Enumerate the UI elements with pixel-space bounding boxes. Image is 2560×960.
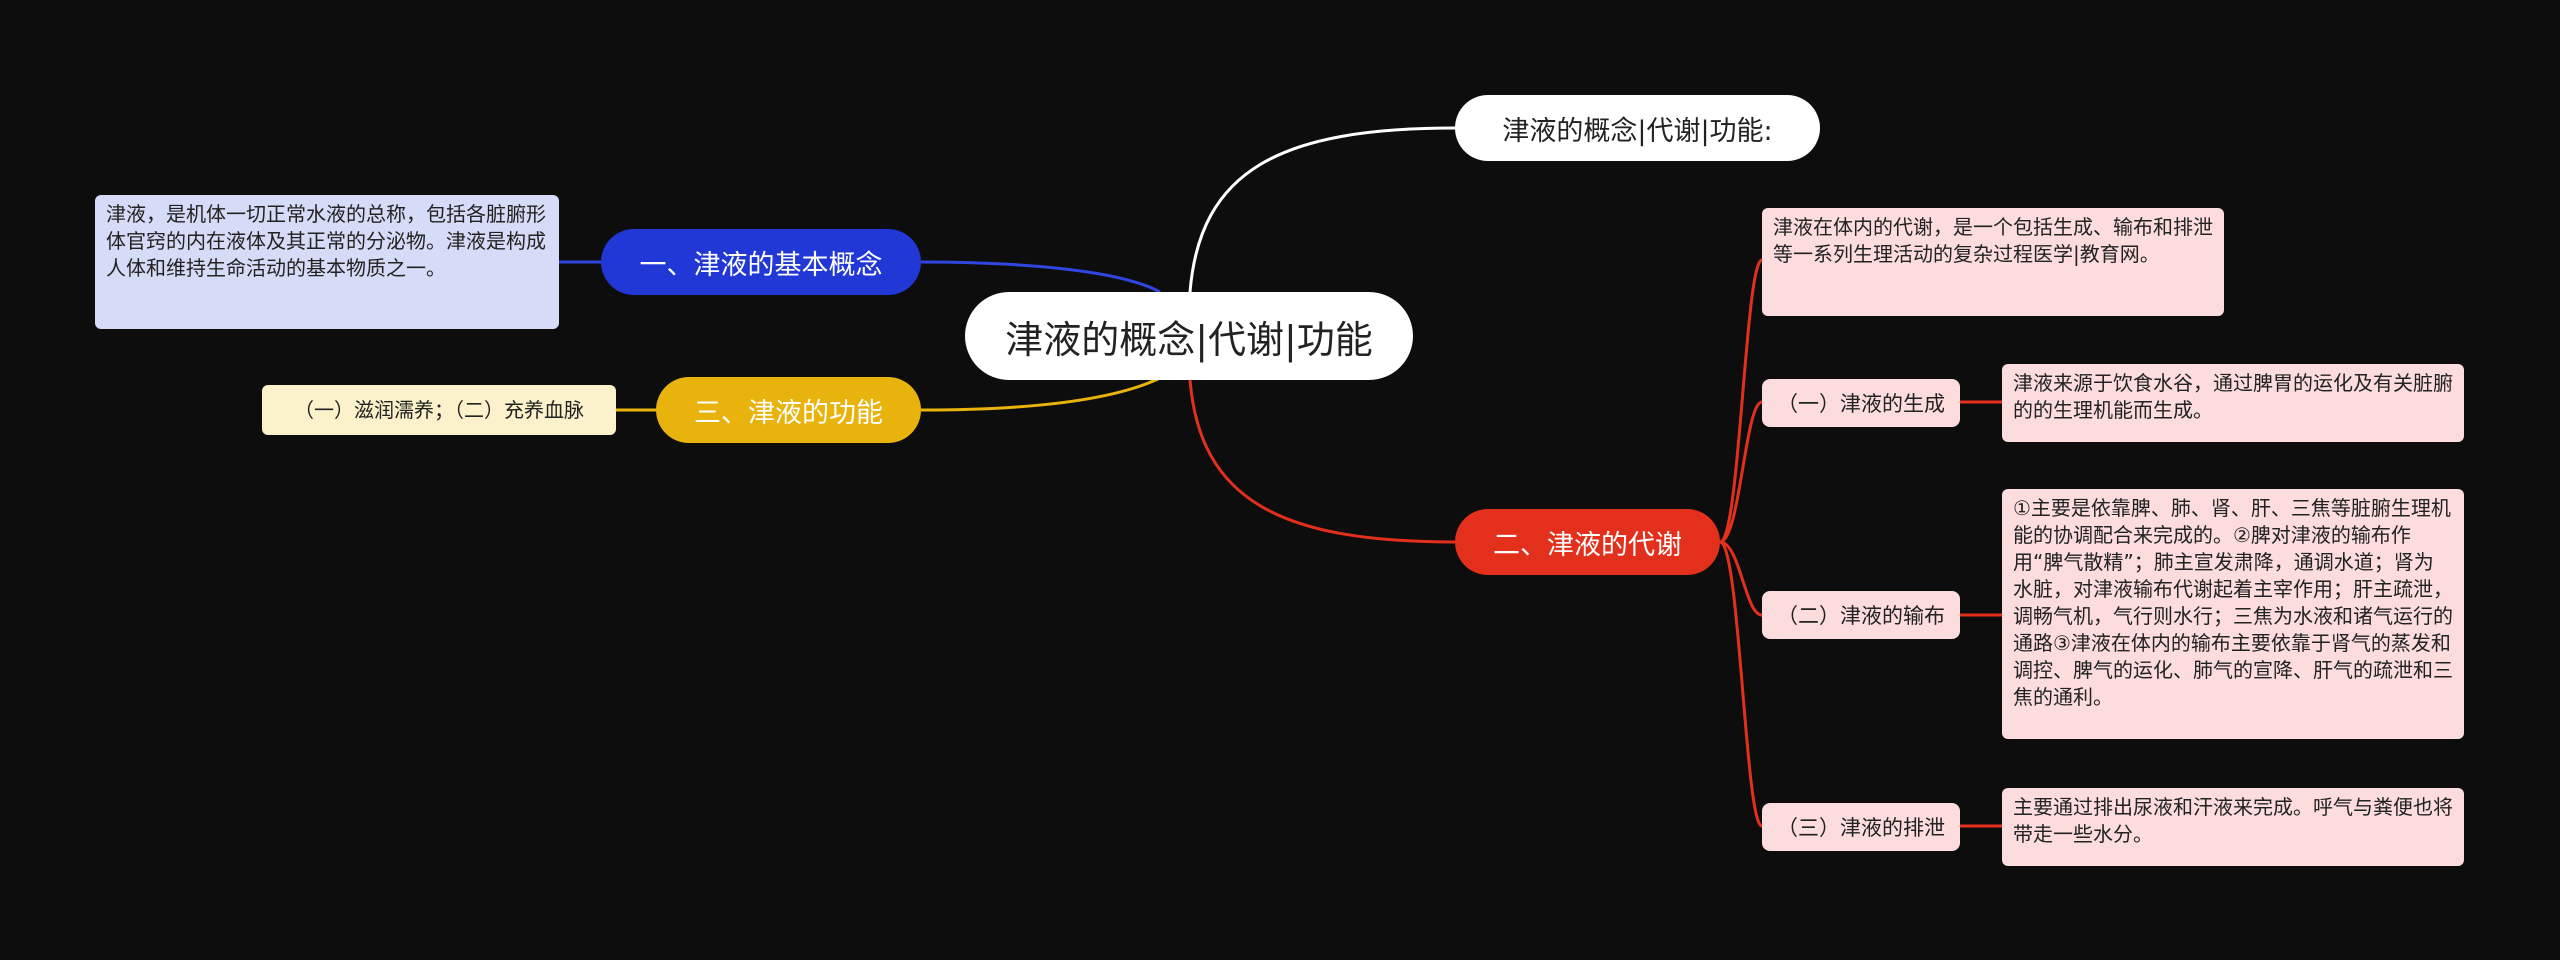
root-node[interactable]: 津液的概念|代谢|功能: [965, 292, 1413, 380]
link-metabolism-item2: [1719, 540, 1763, 617]
top-concept-node[interactable]: 津液的概念|代谢|功能:: [1455, 95, 1820, 161]
excretion-detail[interactable]: 主要通过排出尿液和汗液来完成。呼气与粪便也将带走一些水分。: [2002, 788, 2464, 866]
branch-concept[interactable]: 一、津液的基本概念: [601, 229, 921, 295]
distribution-detail[interactable]: ①主要是依靠脾、肺、肾、肝、三焦等脏腑生理机能的协调配合来完成的。②脾对津液的输…: [2002, 489, 2464, 739]
metabolism-item-excretion[interactable]: （三）津液的排泄: [1762, 803, 1960, 851]
function-detail[interactable]: （一）滋润濡养；（二）充养血脉: [262, 385, 616, 435]
metabolism-item-distribution[interactable]: （二）津液的输布: [1762, 591, 1960, 639]
metabolism-item-generation[interactable]: （一）津液的生成: [1762, 379, 1960, 427]
link-metabolism-item1: [1719, 400, 1763, 544]
branch-function[interactable]: 三、津液的功能: [656, 377, 921, 443]
metabolism-intro[interactable]: 津液在体内的代谢，是一个包括生成、输布和排泄等一系列生理活动的复杂过程医学|教育…: [1762, 208, 2224, 316]
generation-detail[interactable]: 津液来源于饮食水谷，通过脾胃的运化及有关脏腑的的生理机能而生成。: [2002, 364, 2464, 442]
link-metabolism-item3: [1718, 540, 1764, 828]
link-root-to-metabolism: [1188, 379, 1456, 544]
link-root-to-top: [1188, 126, 1456, 293]
link-root-to-concept: [920, 260, 1161, 294]
link-root-to-function: [920, 376, 1161, 412]
concept-detail[interactable]: 津液，是机体一切正常水液的总称，包括各脏腑形体官窍的内在液体及其正常的分泌物。津…: [95, 195, 559, 329]
branch-metabolism[interactable]: 二、津液的代谢: [1455, 509, 1720, 575]
link-metabolism-intro: [1718, 258, 1764, 544]
